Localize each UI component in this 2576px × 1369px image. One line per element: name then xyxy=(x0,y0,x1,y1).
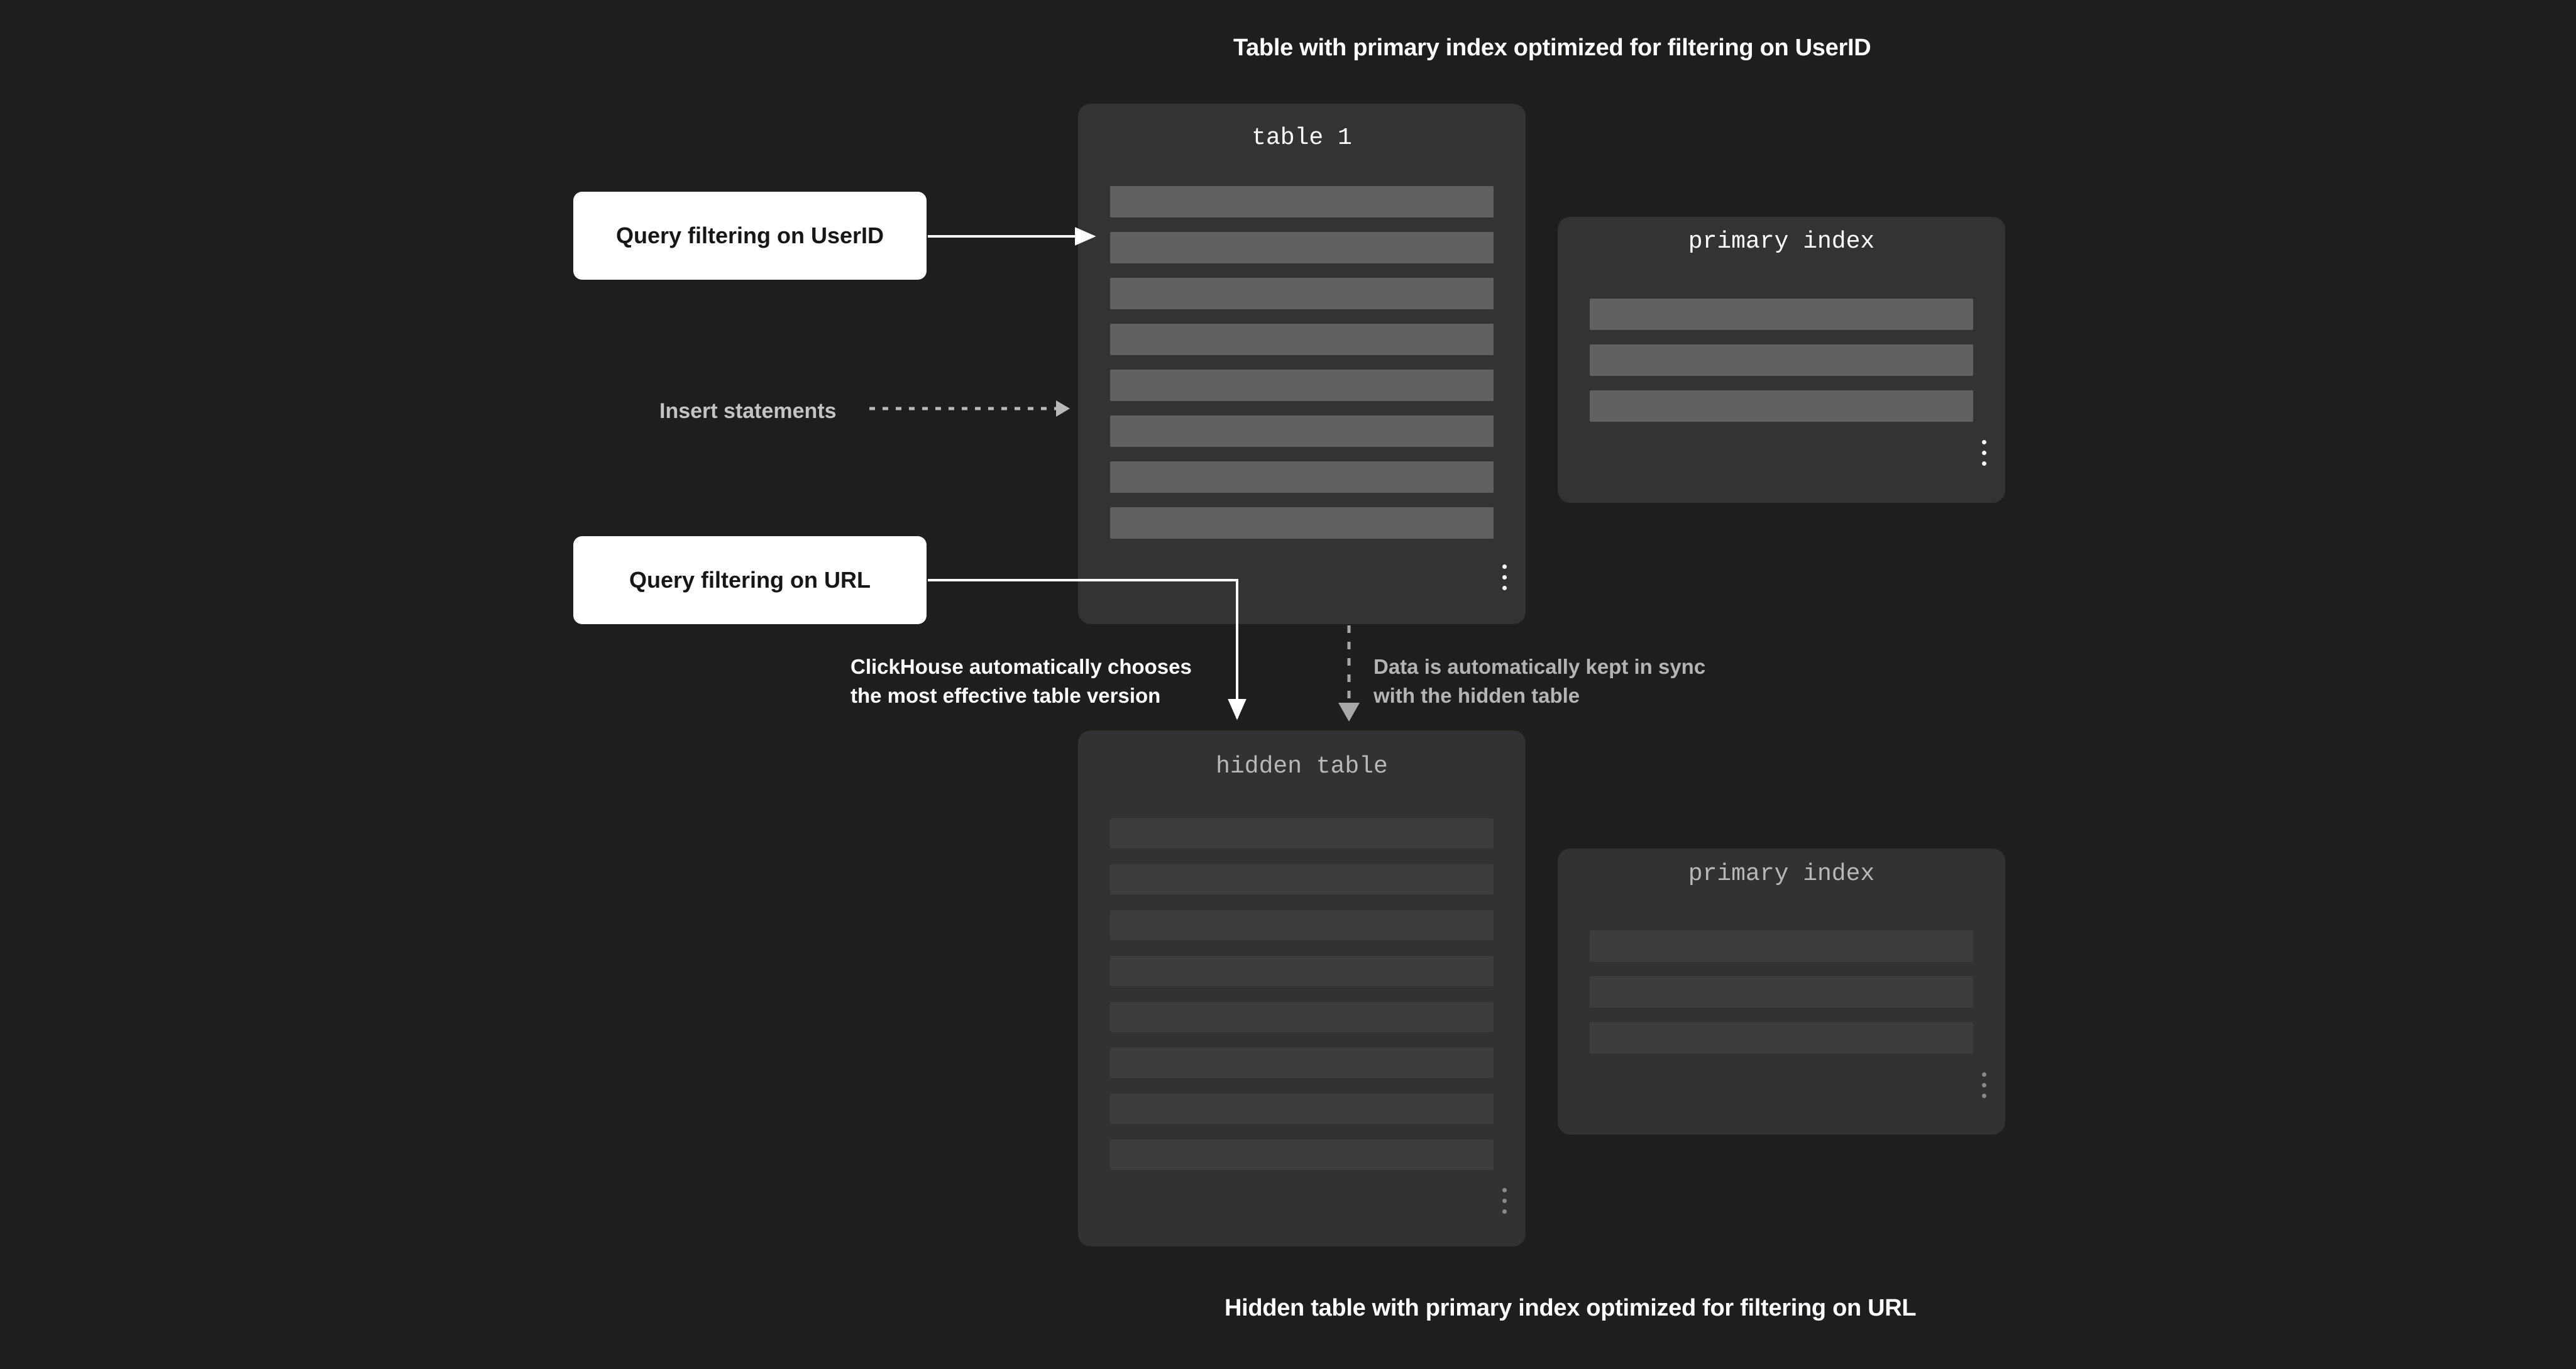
hidden-table-title: hidden table xyxy=(1216,753,1388,780)
insert-statements-arrowhead xyxy=(1056,400,1070,417)
top-caption: Table with primary index optimized for f… xyxy=(1233,35,1871,61)
index-row xyxy=(1590,299,1973,330)
sync-arrowhead xyxy=(1338,703,1360,722)
table-row xyxy=(1110,278,1494,309)
table-1-title: table 1 xyxy=(1252,124,1352,151)
table-row xyxy=(1110,910,1494,940)
primary-index-bottom-ellipsis-icon xyxy=(1760,1072,2208,1098)
primary-index-bottom-rows xyxy=(1590,930,1973,1068)
hidden-table-rows xyxy=(1110,818,1494,1185)
index-row xyxy=(1590,976,1973,1008)
data-kept-in-sync-line-2: with the hidden table xyxy=(1373,684,1580,707)
table-row xyxy=(1110,818,1494,849)
query-filtering-on-url-box[interactable]: Query filtering on URL xyxy=(573,536,927,624)
table-row xyxy=(1110,1048,1494,1078)
index-row xyxy=(1590,344,1973,376)
data-kept-in-sync-label: Data is automatically kept in sync with … xyxy=(1373,652,1705,710)
table-row xyxy=(1110,864,1494,894)
table-row xyxy=(1110,232,1494,263)
table-row xyxy=(1110,186,1494,217)
table-row xyxy=(1110,1140,1494,1170)
table-row xyxy=(1110,415,1494,447)
table-row xyxy=(1110,1002,1494,1032)
primary-index-bottom-title: primary index xyxy=(1688,860,1875,888)
table-row xyxy=(1110,370,1494,401)
table-row xyxy=(1110,956,1494,986)
insert-statements-label: Insert statements xyxy=(659,399,837,423)
table-row xyxy=(1110,461,1494,493)
bottom-caption: Hidden table with primary index optimize… xyxy=(1225,1295,1917,1321)
table-1-rows xyxy=(1110,186,1494,553)
index-row xyxy=(1590,390,1973,422)
clickhouse-chooses-line-2: the most effective table version xyxy=(850,684,1161,707)
primary-index-top-title: primary index xyxy=(1688,228,1875,255)
data-kept-in-sync-line-1: Data is automatically kept in sync xyxy=(1373,655,1706,678)
table-row xyxy=(1110,507,1494,539)
clickhouse-chooses-line-1: ClickHouse automatically chooses xyxy=(850,655,1192,678)
index-row xyxy=(1590,1022,1973,1053)
primary-index-top-rows xyxy=(1590,299,1973,436)
hidden-table-ellipsis-icon xyxy=(1280,1188,1728,1214)
query-filtering-on-userid-box[interactable]: Query filtering on UserID xyxy=(573,192,927,280)
primary-index-top-ellipsis-icon xyxy=(1760,440,2208,466)
table-row xyxy=(1110,324,1494,355)
table-row xyxy=(1110,1094,1494,1124)
index-row xyxy=(1590,930,1973,962)
clickhouse-chooses-label: ClickHouse automatically chooses the mos… xyxy=(850,652,1192,710)
table-1-ellipsis-icon xyxy=(1280,564,1728,590)
